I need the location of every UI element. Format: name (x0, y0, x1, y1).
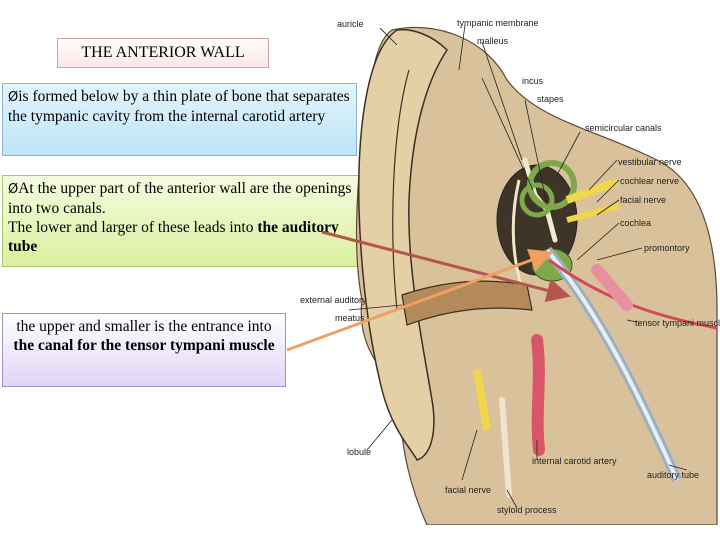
internal-carotid-artery-shape (537, 340, 539, 450)
label-cochlea: cochlea (620, 218, 651, 228)
slide-title-text: THE ANTERIOR WALL (81, 44, 244, 62)
label-vestibular-nerve: vestibular nerve (618, 157, 682, 167)
label-external-auditory: external auditory (300, 295, 367, 305)
label-stapes: stapes (537, 94, 564, 104)
tensor-tympani-text: the upper and smaller is the entrance in… (16, 318, 271, 335)
label-tensor-tympani: tensor tympani muscle (635, 318, 720, 328)
label-internal-carotid: internal carotid artery (532, 456, 617, 466)
label-promontory: promontory (644, 243, 690, 253)
label-meatus: meatus (335, 313, 365, 323)
label-incus: incus (522, 76, 544, 86)
label-facial-nerve-top: facial nerve (620, 195, 666, 205)
label-styloid-process: styloid process (497, 505, 557, 515)
arrow-bullet-icon: Ø (8, 90, 18, 105)
label-lobule: lobule (347, 447, 371, 457)
label-facial-nerve-bottom: facial nerve (445, 485, 491, 495)
label-tympanic-membrane: tympanic membrane (457, 18, 539, 28)
label-auditory-tube: auditory tube (647, 470, 699, 480)
label-cochlear-nerve: cochlear nerve (620, 176, 679, 186)
label-semicircular-canals: semicircular canals (585, 123, 662, 133)
arrow-bullet-icon: Ø (8, 182, 18, 197)
ear-anatomy-diagram: auricle tympanic membrane malleus incus … (297, 10, 720, 525)
slide-title: THE ANTERIOR WALL (57, 38, 269, 68)
tensor-tympani-box: the upper and smaller is the entrance in… (2, 313, 286, 387)
label-malleus: malleus (477, 36, 509, 46)
auditory-tube-text: The lower and larger of these leads into (8, 219, 257, 236)
tensor-tympani-term: the canal for the tensor tympani muscle (13, 337, 274, 354)
label-auricle: auricle (337, 19, 364, 29)
